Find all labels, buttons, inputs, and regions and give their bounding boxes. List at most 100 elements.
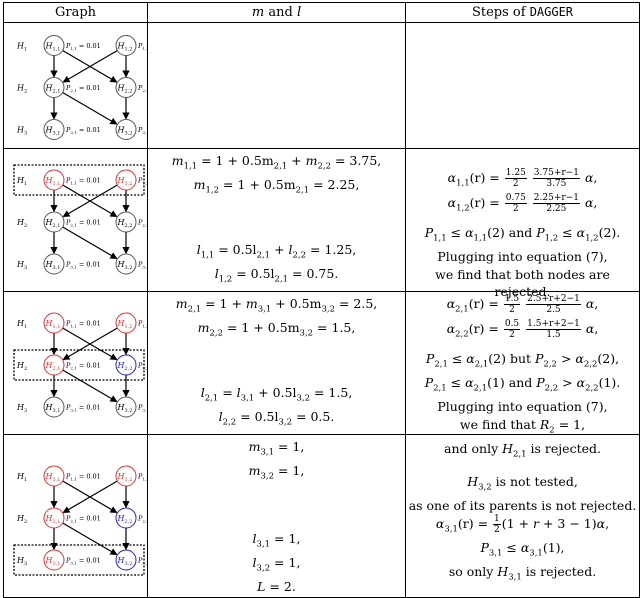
equation-line: P2,1 ≤ α2,1(2) but P2,2 > α2,2(2),	[425, 351, 620, 370]
p-value-label: P2,1 = 0.01	[65, 362, 101, 371]
header-m-and-l: m and l	[147, 2, 406, 23]
equation-block: l2,1 = l3,1 + 0.5l3,2 = 1.5, l2,2 = 0.5l3…	[148, 384, 405, 432]
layer-label: H3	[16, 403, 27, 414]
edge-arrow	[62, 480, 118, 514]
equation-line: so only H3,1 is rejected.	[448, 564, 597, 583]
edge-arrow	[62, 92, 118, 125]
steps-cell	[405, 22, 640, 149]
node-label: H1,1	[45, 472, 61, 483]
header-row: Graph m and l Steps of DAGGER	[3, 2, 640, 23]
node-label: H3,1	[45, 126, 61, 137]
layer-label: H3	[16, 556, 27, 567]
equation-line: L = 2.	[257, 578, 296, 594]
hypothesis-node	[43, 354, 65, 376]
p-value-label: P1,2 = 0.01	[137, 177, 147, 186]
equation-block: H3,2 is not tested, as one of its parents…	[406, 473, 639, 588]
p-value-label: P1,1 = 0.01	[65, 473, 101, 482]
equation-line: l3,1 = 1,	[252, 530, 301, 550]
equation-line: we find that R2 = 1,	[459, 416, 586, 436]
node-label: H1,1	[45, 319, 61, 330]
layer-label: H1	[16, 319, 27, 330]
p-value-label: P3,2 = 0.01	[137, 261, 147, 270]
equation-line: as one of its parents is not rejected.	[408, 497, 637, 513]
node-label: H3,1	[45, 556, 61, 567]
node-label: H3,2	[117, 126, 133, 137]
hypothesis-node	[43, 253, 65, 275]
hypothesis-node	[43, 169, 65, 191]
equation-line: m1,2 = 1 + 0.5m2,1 = 2.25,	[193, 177, 360, 196]
hypothesis-node	[115, 507, 137, 529]
node-label: H2,2	[117, 218, 133, 229]
p-value-label: P2,2 = 0.05	[137, 219, 147, 228]
edge-arrow	[62, 226, 118, 260]
p-value-label: P3,1 = 0.01	[65, 126, 101, 135]
p-value-label: P2,2 = 0.05	[137, 362, 147, 371]
node-label: H2,2	[117, 84, 133, 95]
header-graph: Graph	[3, 2, 148, 23]
p-value-label: P2,2 = 0.05	[137, 515, 147, 524]
equation-line: m2,2 = 1 + 0.5m3,2 = 1.5,	[197, 320, 356, 339]
equation-line: l2,2 = 0.5l3,2 = 0.5.	[218, 409, 335, 428]
equation-block: l3,1 = 1, l3,2 = 1, L = 2.	[148, 530, 405, 596]
equation-line: m1,1 = 1 + 0.5m2,1 + m2,2 = 3.75,	[171, 153, 382, 172]
header-steps: Steps of DAGGER	[405, 2, 640, 23]
hypothesis-node	[43, 507, 65, 529]
layer-label: H2	[16, 218, 27, 229]
p-value-label: P2,2 = 0.05	[137, 84, 147, 93]
layer-label: H2	[16, 361, 27, 372]
hypothesis-node	[115, 396, 137, 418]
m-l-cell: m1,1 = 1 + 0.5m2,1 + m2,2 = 3.75, m1,2 = …	[147, 148, 406, 292]
node-label: H3,1	[45, 403, 61, 414]
hypothesis-node	[115, 77, 137, 98]
p-value-label: P1,1 = 0.01	[65, 177, 101, 186]
equation-line: l2,1 = l3,1 + 0.5l3,2 = 1.5,	[200, 385, 353, 404]
hypothesis-node	[115, 169, 137, 191]
m-l-cell: m3,1 = 1,m3,2 = 1, l3,1 = 1, l3,2 = 1, L = …	[147, 434, 406, 598]
p-value-label: P1,1 = 0.01	[65, 320, 101, 329]
p-value-label: P1,1 = 0.01	[65, 42, 101, 51]
equation-block: m3,1 = 1,m3,2 = 1,	[148, 438, 405, 486]
hypothesis-node	[43, 119, 65, 140]
edge-arrow	[62, 369, 118, 403]
node-label: H2,2	[117, 361, 133, 372]
p-value-label: P1,2 = 0.01	[137, 42, 147, 51]
hypothesis-node	[43, 465, 65, 487]
node-label: H1,2	[117, 176, 133, 187]
focus-layer-box	[13, 544, 145, 576]
hypothesis-node	[43, 549, 65, 571]
hypothesis-node	[115, 354, 137, 376]
node-label: H2,1	[45, 514, 61, 525]
steps-cell: H3,2 is not tested, as one of its parents…	[405, 434, 640, 598]
equation-line: l3,2 = 1,	[252, 554, 301, 574]
p-value-label: P3,1 = 0.01	[65, 404, 101, 413]
equation-line: l1,1 = 0.5l2,1 + l2,2 = 1.25,	[196, 242, 357, 261]
equation-line: P1,1 ≤ α1,1(2) and P1,2 ≤ α1,2(2).	[424, 225, 621, 244]
edge-arrow	[62, 327, 118, 361]
node-label: H2,2	[117, 514, 133, 525]
hypothesis-node	[115, 211, 137, 233]
p-value-label: P3,2 = 0.01	[137, 126, 147, 135]
edge-arrow	[62, 184, 118, 218]
equation-line: m3,1 = 1,	[248, 439, 305, 458]
node-label: H1,1	[45, 42, 61, 53]
hypothesis-node	[43, 77, 65, 98]
p-value-label: P1,2 = 0.01	[137, 473, 147, 482]
equation-line: H3,2 is not tested,	[467, 473, 578, 493]
p-value-label: P3,1 = 0.01	[65, 261, 101, 270]
p-value-label: P3,2 = 0.01	[137, 404, 147, 413]
node-label: H2,1	[45, 218, 61, 229]
layer-label: H1	[16, 472, 27, 483]
hypothesis-node	[115, 119, 137, 140]
